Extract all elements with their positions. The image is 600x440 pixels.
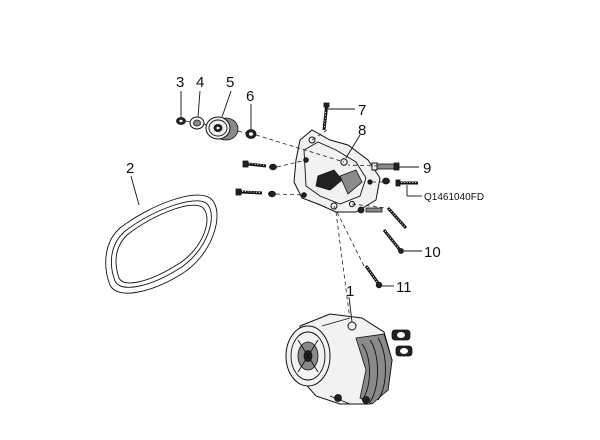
bolt-left-lower	[235, 188, 276, 198]
bolt-left-upper	[242, 160, 277, 171]
callout-1: 1	[346, 283, 354, 300]
callout-3: 3	[176, 74, 184, 91]
spacer-part	[245, 129, 257, 139]
callout-11: 11	[396, 279, 412, 296]
bolt-right	[382, 177, 418, 187]
bolt-10-lower	[382, 229, 404, 254]
compressor-bracket	[293, 129, 381, 213]
figure-code: Q1461040FD	[424, 192, 484, 203]
bolt-9	[371, 162, 400, 171]
idler-pulley	[205, 116, 239, 141]
callout-7: 7	[358, 102, 366, 119]
drive-belt	[105, 194, 218, 294]
callout-8: 8	[358, 122, 366, 139]
callout-2: 2	[126, 160, 134, 177]
ac-compressor	[285, 313, 413, 405]
callout-4: 4	[196, 74, 204, 91]
bolt-7	[322, 102, 330, 131]
callout-9: 9	[423, 160, 431, 177]
washer-part	[189, 116, 205, 130]
callout-10: 10	[424, 244, 441, 261]
nut-part	[176, 117, 186, 125]
bolt-10-upper	[357, 206, 408, 230]
callout-5: 5	[226, 74, 234, 91]
leader-lines	[130, 90, 422, 323]
assembly-lines	[185, 120, 390, 321]
callout-6: 6	[246, 88, 254, 105]
bolt-11	[364, 265, 383, 289]
